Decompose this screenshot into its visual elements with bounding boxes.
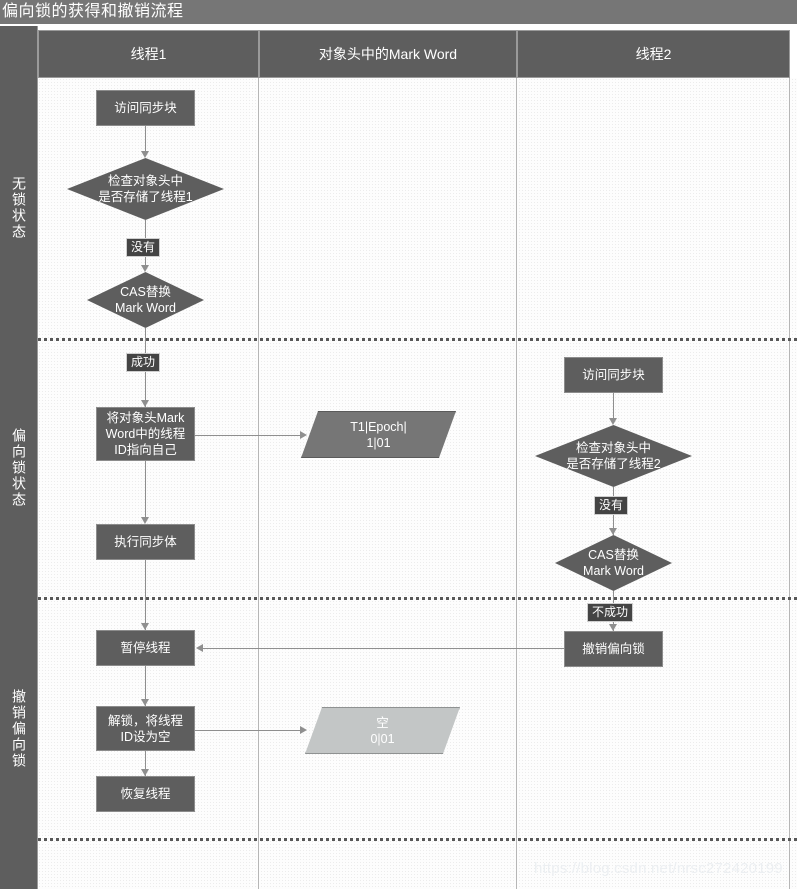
t1-connector-6 [145,666,146,706]
t1-node-pause-thread[interactable]: 暂停线程 [96,630,195,666]
t1-connector-1 [145,126,146,152]
column-separator-3 [789,78,790,889]
t1-arrowhead-6 [140,699,149,706]
t1-to-markword-arrowhead-1 [300,430,307,439]
t1-edge-label-no: 没有 [126,238,161,257]
divider-biased-revoke [38,597,797,600]
t2-node-revoke-biased-lock[interactable]: 撤销偏向锁 [564,631,663,667]
t2-node-access-sync-block[interactable]: 访问同步块 [564,357,663,393]
t1-node-point-threadid-self[interactable]: 将对象头Mark Word中的线程 ID指向自己 [96,407,195,461]
markword-node-empty[interactable]: 空 0|01 [305,707,460,754]
t2-edge-label-no: 没有 [594,496,629,515]
t1-node-unlock-clear-threadid[interactable]: 解锁，将线程 ID设为空 [96,706,195,751]
column-header-thread1: 线程1 [38,30,259,78]
t1-node-resume-thread[interactable]: 恢复线程 [96,776,195,812]
lane-band [0,26,38,889]
t1-to-markword-line-1 [195,435,301,436]
t1-arrowhead-4 [140,517,149,524]
t1-edge-label-success: 成功 [126,353,161,372]
t1-connector-7 [145,751,146,776]
t2-arrowhead-3 [608,624,617,631]
t1-connector-4 [145,461,146,518]
t1-to-markword-arrowhead-2 [300,725,307,734]
t1-arrowhead-3 [140,400,149,407]
column-separator-1 [258,78,259,889]
t1-arrowhead-1 [140,151,149,158]
divider-unlocked-biased [38,338,797,341]
page-title: 偏向锁的获得和撤销流程 [0,0,797,24]
column-separator-2 [516,78,517,889]
t1-node-access-sync-block[interactable]: 访问同步块 [96,90,195,126]
t2-connector-1 [613,393,614,419]
t1-connector-5 [145,560,146,630]
markword-node-t1-epoch[interactable]: T1|Epoch| 1|01 [301,411,456,458]
column-header-markword: 对象头中的Mark Word [259,30,517,78]
lane-label-biased: 偏向锁状态 [11,427,27,508]
t2-arrowhead-1 [608,418,617,425]
t2-to-t1-revoke-line [202,648,564,649]
lane-label-revoke: 撤销偏向锁 [11,689,27,769]
watermark: https://blog.csdn.net/nrsc272420199 [534,860,783,877]
t2-edge-label-fail: 不成功 [587,603,634,622]
t1-arrowhead-7 [140,769,149,776]
t2-to-t1-revoke-arrowhead [196,643,203,652]
divider-bottom [38,838,797,841]
column-header-thread2: 线程2 [517,30,790,78]
t1-node-cas-replace-markword[interactable]: CAS替换 Mark Word [87,272,204,328]
lane-label-unlocked: 无锁状态 [11,176,27,240]
t2-arrowhead-2 [608,528,617,535]
t1-arrowhead-2 [140,265,149,272]
t1-to-markword-line-2 [195,730,301,731]
t1-node-execute-sync-body[interactable]: 执行同步体 [96,524,195,560]
t1-arrowhead-5 [140,623,149,630]
